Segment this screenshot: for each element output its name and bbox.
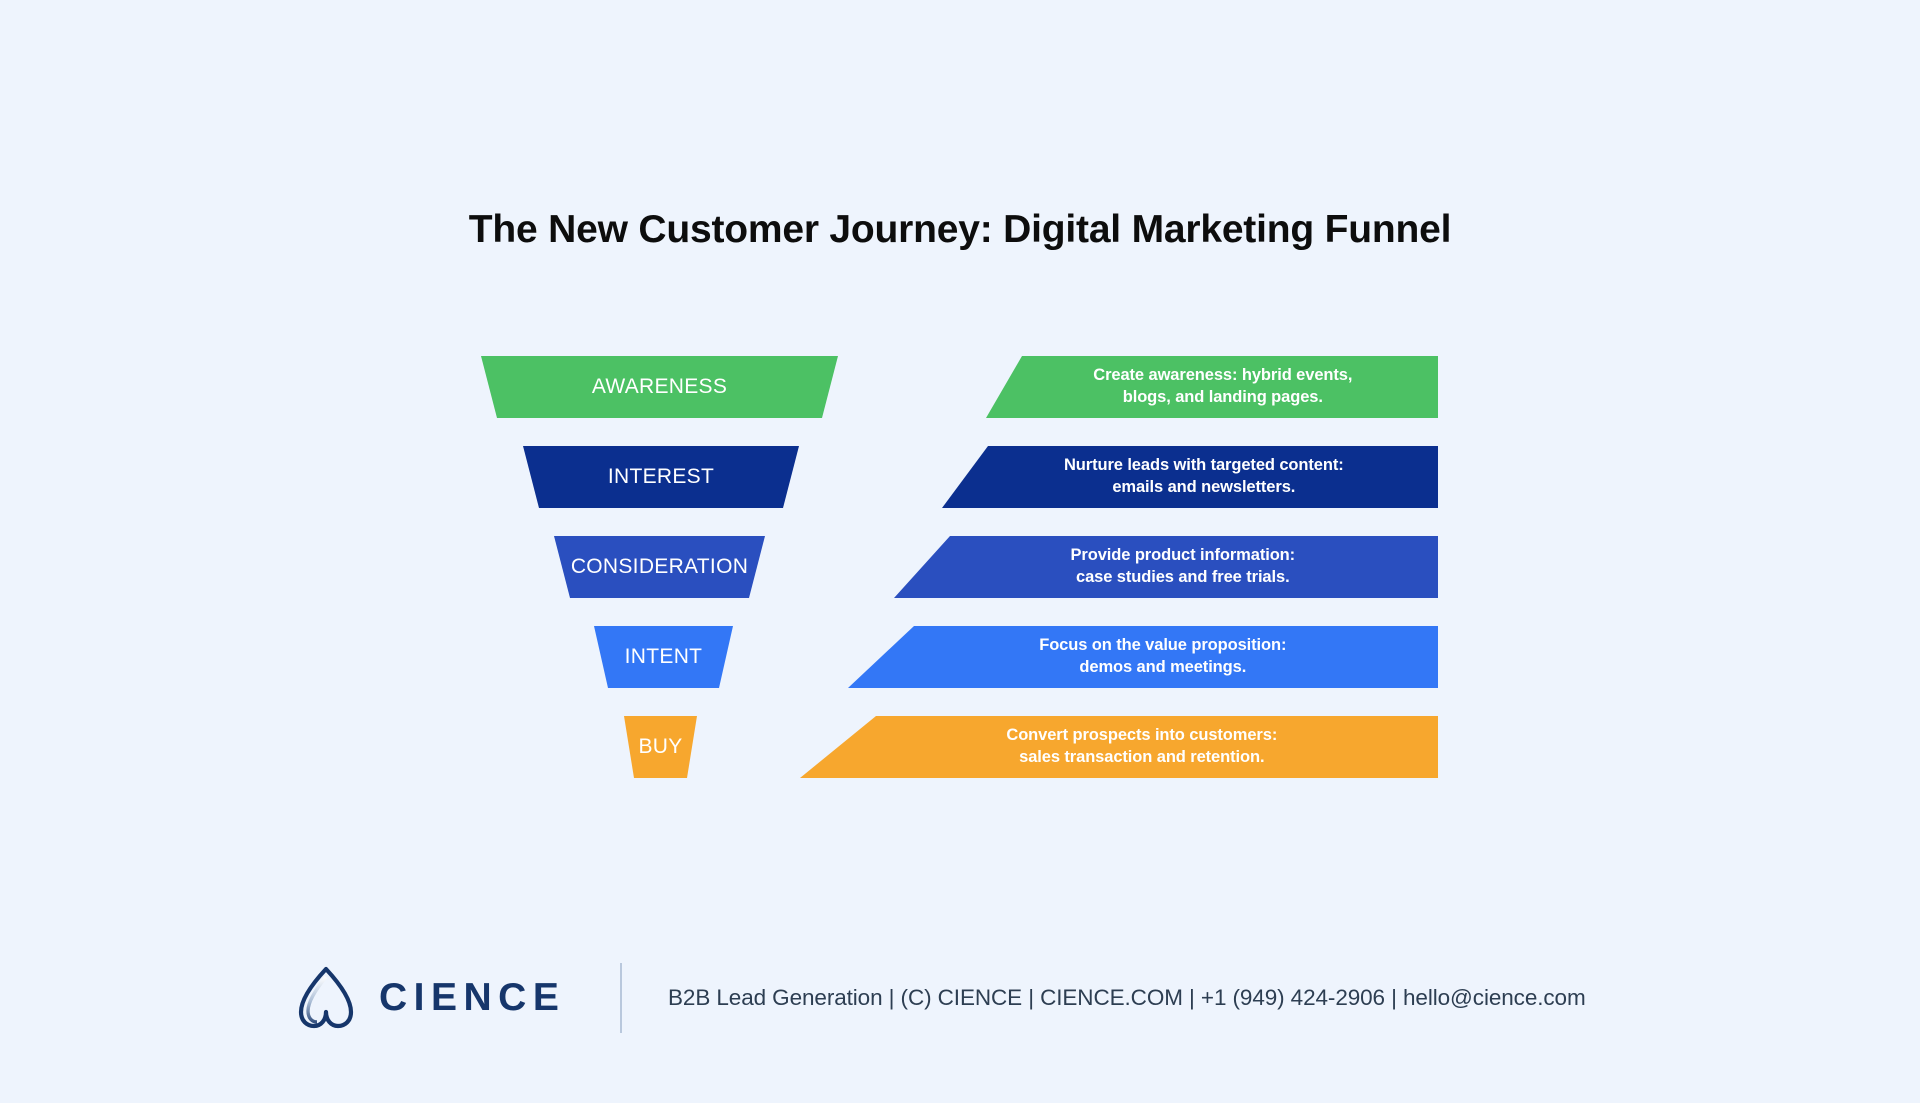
funnel-description-consideration[interactable]: Provide product information: case studie… bbox=[894, 536, 1438, 598]
funnel-row: INTENT Focus on the value proposition: de… bbox=[0, 626, 1920, 688]
footer: CIENCE B2B Lead Generation | (C) CIENCE … bbox=[0, 955, 1920, 1065]
funnel-row: CONSIDERATION Provide product information… bbox=[0, 536, 1920, 598]
funnel-stage-label: INTEREST bbox=[607, 465, 715, 488]
funnel-stage-consideration[interactable]: CONSIDERATION bbox=[554, 536, 765, 598]
funnel-description-interest[interactable]: Nurture leads with targeted content: ema… bbox=[942, 446, 1438, 508]
funnel-row: BUY Convert prospects into customers: sal… bbox=[0, 716, 1920, 778]
funnel-description-text: Convert prospects into customers: sales … bbox=[1006, 726, 1278, 766]
funnel-description-buy[interactable]: Convert prospects into customers: sales … bbox=[800, 716, 1438, 778]
footer-divider bbox=[620, 963, 622, 1033]
funnel-description-intent[interactable]: Focus on the value proposition: demos an… bbox=[848, 626, 1438, 688]
funnel-diagram: AWARENESS Create awareness: hybrid events… bbox=[0, 356, 1920, 786]
funnel-row: AWARENESS Create awareness: hybrid events… bbox=[0, 356, 1920, 418]
funnel-description-text: Focus on the value proposition: demos an… bbox=[1039, 636, 1287, 676]
funnel-description-text: Provide product information: case studie… bbox=[1070, 546, 1296, 586]
footer-contact-line: B2B Lead Generation | (C) CIENCE | CIENC… bbox=[668, 985, 1586, 1010]
funnel-description-awareness[interactable]: Create awareness: hybrid events, blogs, … bbox=[986, 356, 1438, 418]
funnel-stage-awareness[interactable]: AWARENESS bbox=[481, 356, 838, 418]
page-title: The New Customer Journey: Digital Market… bbox=[468, 208, 1452, 252]
cience-logo: CIENCE bbox=[295, 965, 565, 1029]
cience-logo-icon bbox=[298, 966, 354, 1029]
cience-logo-wordmark: CIENCE bbox=[379, 975, 566, 1019]
funnel-stage-label: CONSIDERATION bbox=[570, 555, 749, 578]
funnel-stage-label: AWARENESS bbox=[591, 375, 728, 398]
funnel-stage-label: INTENT bbox=[624, 645, 703, 668]
funnel-row: INTEREST Nurture leads with targeted cont… bbox=[0, 446, 1920, 508]
funnel-stage-label: BUY bbox=[638, 735, 683, 758]
funnel-description-text: Nurture leads with targeted content: ema… bbox=[1063, 456, 1344, 496]
funnel-stage-interest[interactable]: INTEREST bbox=[523, 446, 799, 508]
funnel-stage-intent[interactable]: INTENT bbox=[594, 626, 733, 688]
funnel-description-text: Create awareness: hybrid events, blogs, … bbox=[1093, 366, 1353, 406]
funnel-stage-buy[interactable]: BUY bbox=[624, 716, 697, 778]
